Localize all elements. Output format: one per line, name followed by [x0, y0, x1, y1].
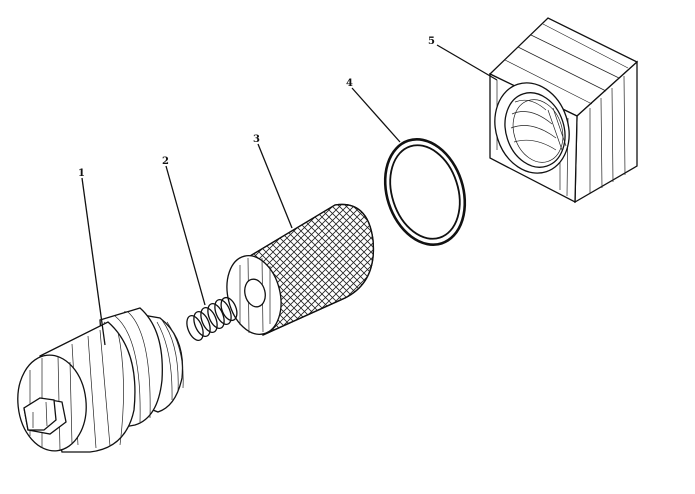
- leader-3: [257, 143, 293, 229]
- leader-5: [436, 44, 498, 81]
- part-2-spring: [186, 296, 238, 341]
- callout-leaders: [81, 44, 498, 346]
- block-bore-thread: [510, 99, 567, 163]
- part-4-o-ring: [383, 138, 467, 246]
- leader-1: [81, 177, 106, 346]
- callout-5: 5: [428, 36, 435, 47]
- cap-threads: [156, 319, 184, 401]
- leader-4: [351, 87, 401, 143]
- callout-2: 2: [162, 156, 169, 167]
- leader-2: [165, 165, 206, 306]
- callout-3: 3: [253, 134, 260, 145]
- callout-1: 1: [78, 168, 85, 179]
- callout-4: 4: [346, 78, 353, 89]
- cylinder-center-hole: [244, 278, 266, 308]
- part-5-housing-block: [488, 17, 639, 204]
- part-1-threaded-cap: [17, 307, 184, 453]
- part-3-knurled-cylinder: [226, 203, 375, 336]
